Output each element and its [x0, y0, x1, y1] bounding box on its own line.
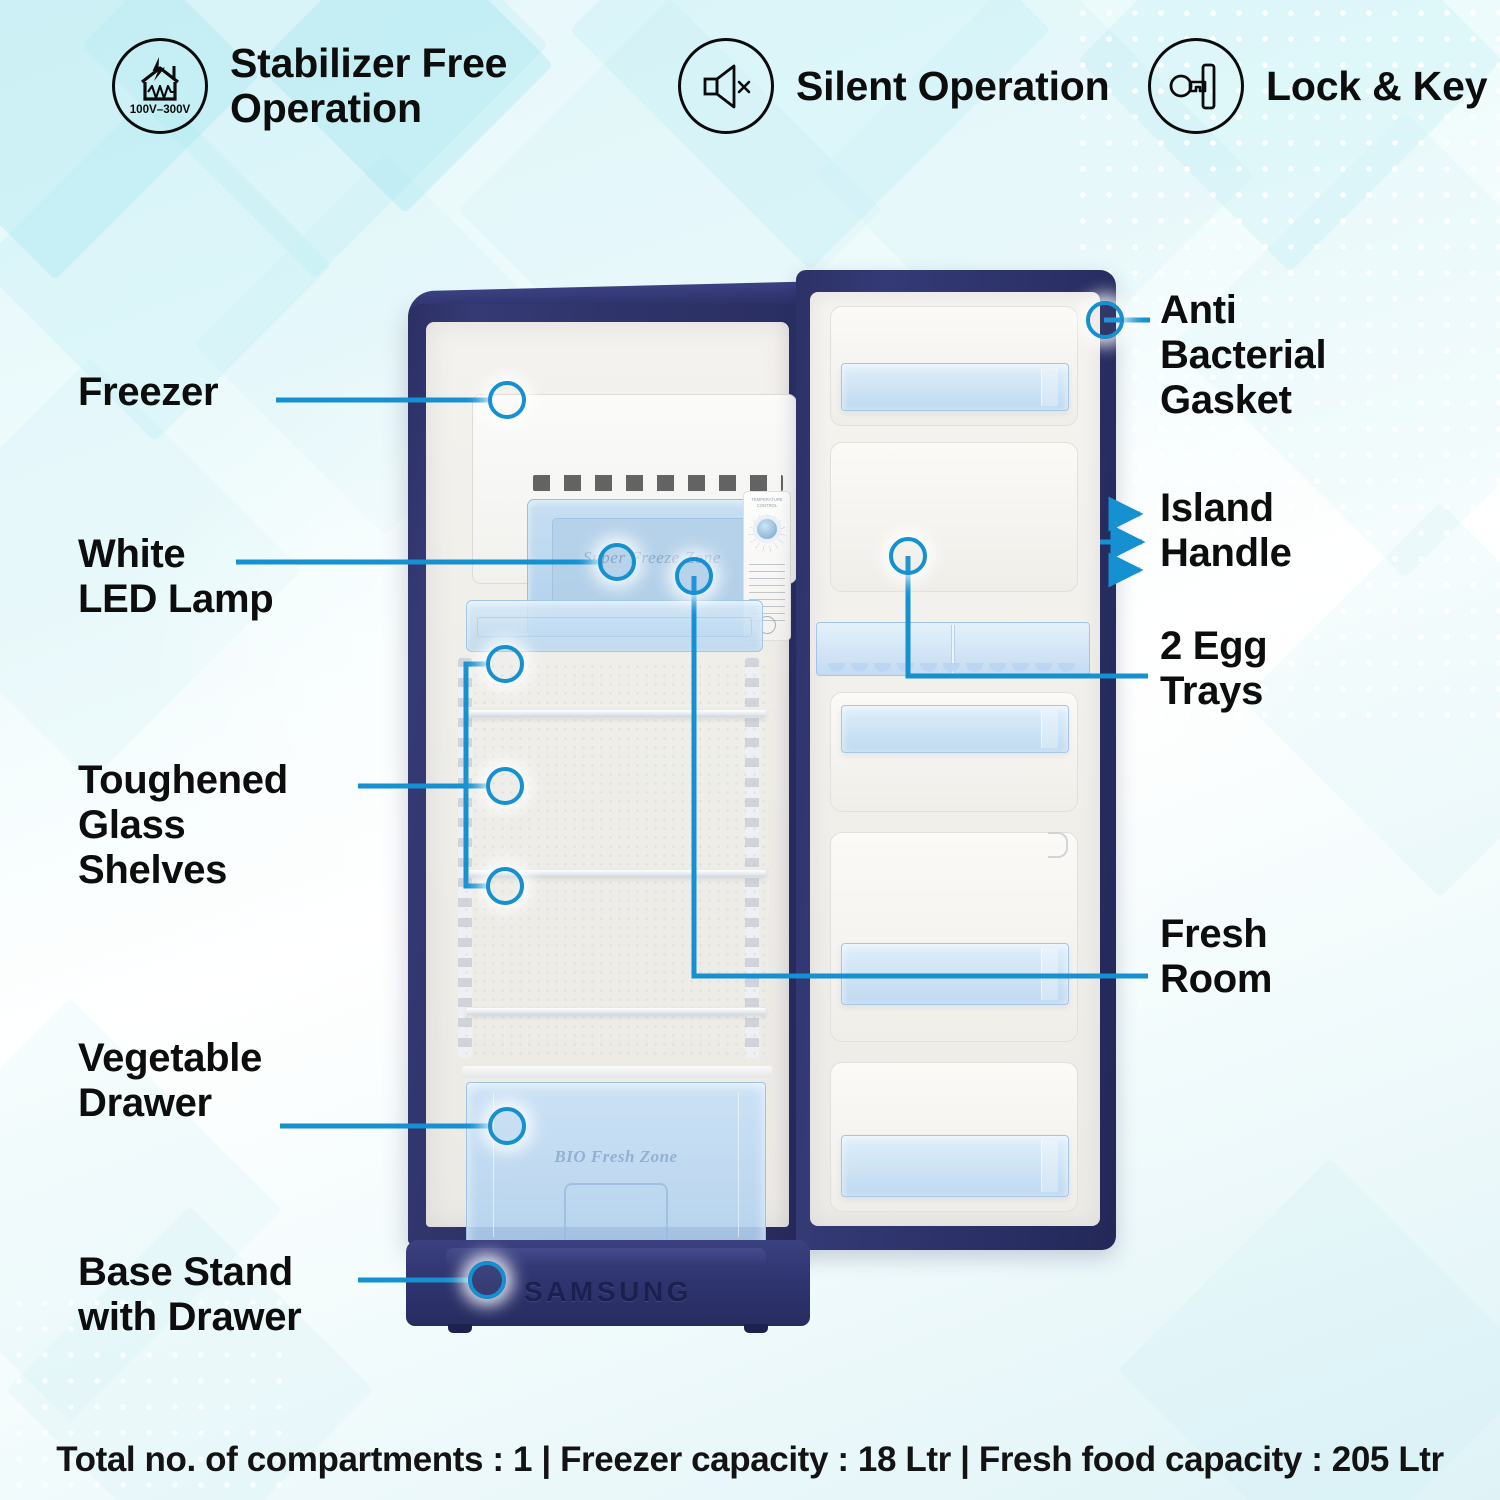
- feature-stabilizer-free-operation: 100V–300V Stabilizer Free Operation: [112, 38, 672, 134]
- glass-shelf: [466, 1008, 766, 1015]
- temperature-dial[interactable]: [756, 518, 778, 540]
- callout-two-egg-trays: 2 Egg Trays: [1160, 624, 1268, 714]
- hotspot-glass-shelf-2[interactable]: [486, 767, 524, 805]
- door-pocket: [830, 692, 1078, 812]
- lock-and-key-icon: [1148, 38, 1244, 134]
- hotspot-vegetable-drawer[interactable]: [488, 1107, 526, 1145]
- specifications-caption: Total no. of compartments : 1 | Freezer …: [56, 1440, 1444, 1479]
- voltage-range-badge: 100V–300V: [130, 103, 191, 116]
- callout-anti-bacterial-gasket: Anti Bacterial Gasket: [1160, 288, 1327, 423]
- feature-label: Lock & Key: [1266, 62, 1488, 109]
- freezer-vents: [533, 475, 783, 491]
- callout-fresh-room: Fresh Room: [1160, 912, 1273, 1002]
- callout-vegetable-drawer: Vegetable Drawer: [78, 1036, 263, 1126]
- connector-glass-shelves-top: [358, 661, 486, 789]
- callout-freezer: Freezer: [78, 370, 219, 414]
- hotspot-freezer[interactable]: [488, 381, 526, 419]
- base-foot: [448, 1324, 472, 1333]
- temperature-control-panel: TEMPERATURE CONTROL: [743, 491, 791, 641]
- vegetable-drawer-rail: [462, 1066, 772, 1078]
- glass-shelf: [466, 710, 766, 717]
- refrigerator-illustration: Super Freeze Zone TEMPERATURE CONTROL: [398, 262, 1128, 1333]
- glass-shelf: [466, 870, 766, 877]
- cavity-texture: [462, 662, 772, 1062]
- feature-label: Silent Operation: [796, 62, 1110, 109]
- door-pocket: [830, 306, 1078, 426]
- hotspot-egg-trays[interactable]: [889, 537, 927, 575]
- hotspot-base-stand[interactable]: [468, 1261, 506, 1299]
- hotspot-glass-shelf-3[interactable]: [486, 867, 524, 905]
- cabinet-liner: Super Freeze Zone TEMPERATURE CONTROL: [426, 322, 797, 1252]
- door-pocket: [830, 442, 1078, 592]
- feature-silent-operation: Silent Operation: [678, 38, 1148, 134]
- door-hook: [1048, 832, 1068, 858]
- hotspot-fresh-room[interactable]: [675, 557, 713, 595]
- callout-island-handle: Island Handle: [1160, 486, 1292, 576]
- callout-toughened-glass-shelves: Toughened Glass Shelves: [78, 758, 288, 893]
- base-foot: [744, 1324, 768, 1333]
- callout-white-led-lamp: White LED Lamp: [78, 532, 274, 622]
- callout-base-stand-with-drawer: Base Stand with Drawer: [78, 1250, 302, 1340]
- control-panel-heading: TEMPERATURE CONTROL: [751, 497, 783, 509]
- door-pocket: [830, 1062, 1078, 1212]
- feature-label: Stabilizer Free Operation: [230, 40, 508, 131]
- feature-lock-and-key: Lock & Key: [1148, 38, 1488, 134]
- silent-operation-icon: [678, 38, 774, 134]
- hotspot-glass-shelf-1[interactable]: [486, 645, 524, 683]
- samsung-logo: SAMSUNG: [523, 1276, 693, 1307]
- stabilizer-free-icon: 100V–300V: [112, 38, 208, 134]
- egg-tray-divider: [951, 625, 955, 673]
- connector-fresh-room: [691, 576, 1148, 979]
- hotspot-anti-bacterial-gasket[interactable]: [1086, 301, 1124, 339]
- base-stand-drawer[interactable]: [446, 1248, 766, 1266]
- connector-glass-shelves-bottom: [463, 786, 486, 889]
- shelf-rail-right: [745, 658, 759, 1058]
- feature-highlights: 100V–300V Stabilizer Free Operation Sile…: [0, 38, 1500, 134]
- connector-egg-trays: [905, 556, 1148, 679]
- vegetable-drawer-handle: [564, 1183, 668, 1239]
- bio-fresh-zone-text: BIO Fresh Zone: [554, 1147, 678, 1166]
- door-bin: [841, 1135, 1069, 1197]
- door-bin: [841, 363, 1069, 411]
- chiller-tray: [466, 600, 763, 652]
- door-bin: [841, 705, 1069, 753]
- hotspot-white-led-lamp[interactable]: [598, 543, 636, 581]
